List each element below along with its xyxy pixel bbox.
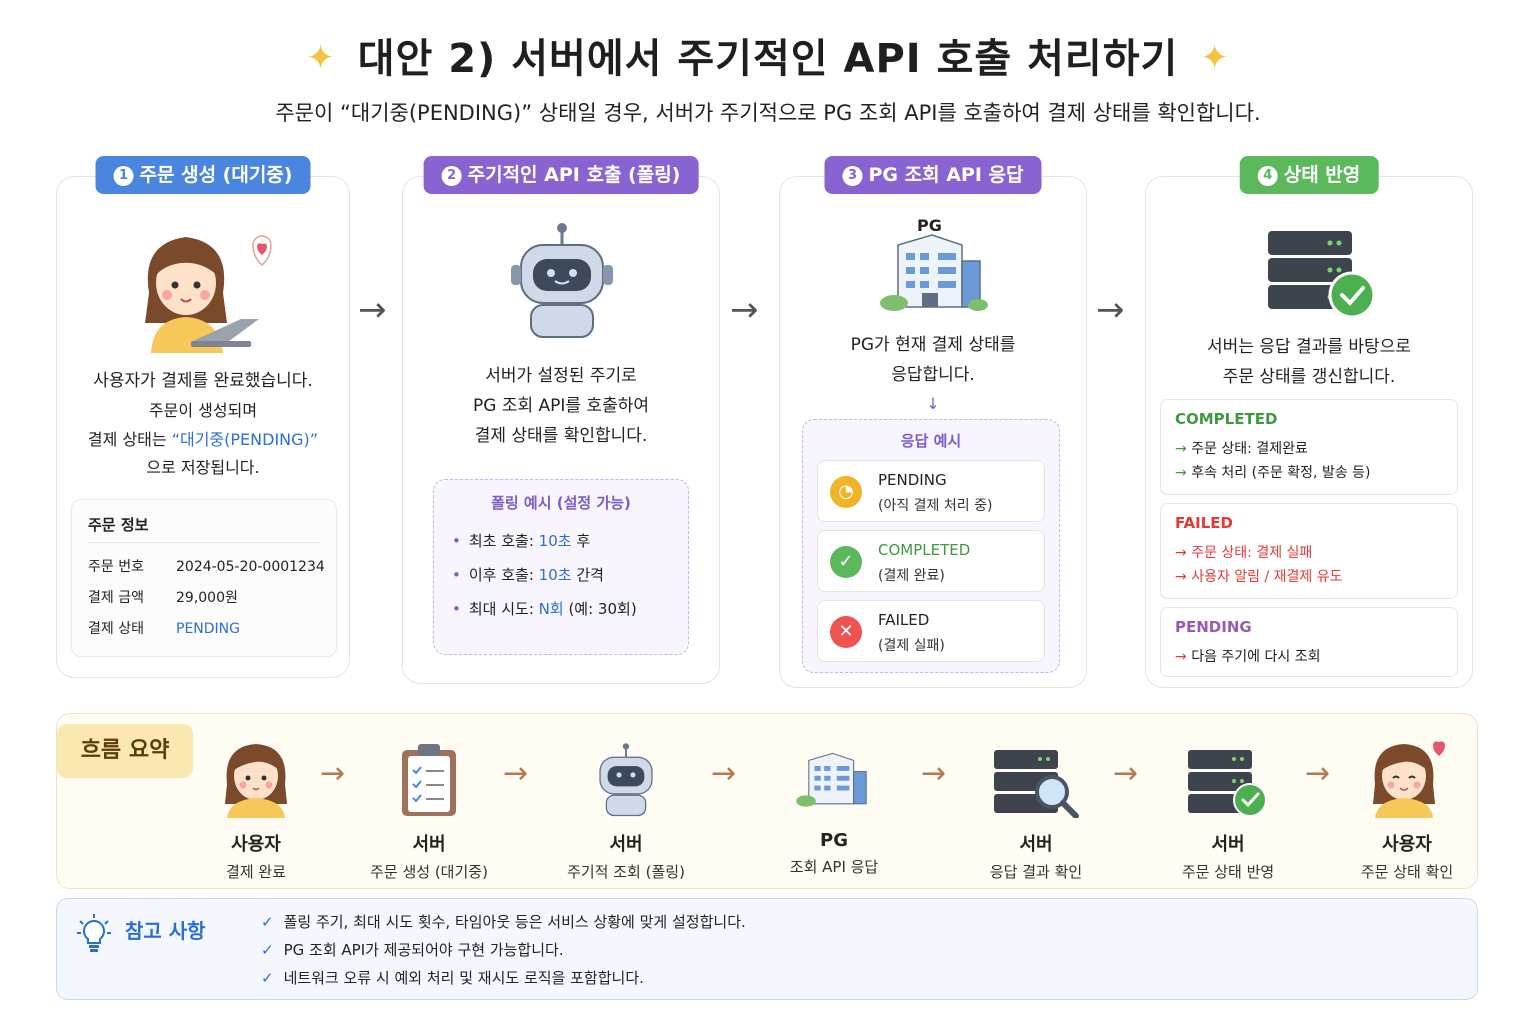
page-subtitle: 주문이 “대기중(PENDING)” 상태일 경우, 서버가 주기적으로 PG … — [275, 101, 1261, 125]
server-check-icon — [1264, 227, 1376, 319]
response-item-failed: ✕ FAILED (결제 실패) — [817, 600, 1045, 662]
pg-building-icon: PG — [874, 215, 994, 315]
robot-icon — [507, 221, 617, 341]
server-check-icon — [1143, 738, 1313, 818]
arrow-right-icon: → — [730, 290, 759, 330]
pg-building-icon — [749, 738, 919, 818]
check-icon: ✓ — [261, 941, 274, 959]
check-icon: ✓ — [261, 969, 274, 987]
note-item: ✓폴링 주기, 최대 시도 횟수, 타임아웃 등은 서비스 상황에 맞게 설정합… — [261, 913, 746, 931]
poll-item: •이후 호출: 10초 간격 — [452, 566, 604, 584]
arrow-right-icon: → — [320, 756, 346, 791]
notes-box: 참고 사항 ✓폴링 주기, 최대 시도 횟수, 타임아웃 등은 서비스 상황에 … — [56, 898, 1478, 1000]
result-failed-box: FAILED → 주문 상태: 결제 실패 → 사용자 알림 / 재결제 유도 — [1160, 503, 1458, 599]
arrow-right-icon: → — [1113, 756, 1139, 791]
page-title: ✦대안 2) 서버에서 주기적인 API 호출 처리하기✦ — [306, 36, 1230, 82]
arrow-right-icon: → — [358, 290, 387, 330]
user-laptop-icon — [131, 223, 281, 353]
svg-text:PG: PG — [917, 216, 942, 235]
result-completed-box: COMPLETED → 주문 상태: 결제완료 → 후속 처리 (주문 확정, … — [1160, 399, 1458, 495]
poll-item: •최대 시도: N회 (예: 30회) — [452, 600, 637, 618]
user-icon — [171, 738, 341, 818]
robot-icon — [541, 738, 711, 818]
response-example-box: 응답 예시 ◔ PENDING (아직 결제 처리 중) ✓ COMPLETED… — [802, 419, 1060, 673]
response-item-pending: ◔ PENDING (아직 결제 처리 중) — [817, 460, 1045, 522]
flow-summary-tag: 흐름 요약 — [57, 724, 193, 778]
server-search-icon — [951, 738, 1121, 818]
lightbulb-icon — [77, 913, 111, 953]
poll-item: •최초 호출: 10초 후 — [452, 532, 591, 550]
check-icon: ✓ — [261, 913, 274, 931]
note-item: ✓네트워크 오류 시 예외 처리 및 재시도 로직을 포함합니다. — [261, 969, 644, 987]
flow-step: 서버 주문 생성 (대기중) — [344, 738, 514, 882]
sparkle-icon: ✦ — [1200, 38, 1230, 78]
clock-icon: ◔ — [830, 476, 862, 508]
flow-summary: 흐름 요약 사용자 결제 완료 → — [56, 713, 1478, 889]
user-happy-icon — [1322, 738, 1492, 818]
clipboard-icon — [344, 738, 514, 818]
x-circle-icon: ✕ — [830, 616, 862, 648]
arrow-right-icon: → — [711, 756, 737, 791]
result-pending-box: PENDING → 다음 주기에 다시 조회 — [1160, 607, 1458, 677]
arrow-down-icon: ↓ — [926, 394, 940, 413]
response-item-completed: ✓ COMPLETED (결제 완료) — [817, 530, 1045, 592]
flow-step: 서버 주기적 조회 (폴링) — [541, 738, 711, 882]
polling-example-box: 폴링 예시 (설정 가능) •최초 호출: 10초 후 •이후 호출: 10초 … — [433, 479, 689, 655]
note-item: ✓PG 조회 API가 제공되어야 구현 가능합니다. — [261, 941, 564, 959]
check-circle-icon: ✓ — [830, 546, 862, 578]
flow-step: 사용자 결제 완료 — [171, 738, 341, 882]
flow-step: PG 조회 API 응답 — [749, 738, 919, 877]
arrow-right-icon: → — [1305, 756, 1331, 791]
sparkle-icon: ✦ — [306, 38, 336, 78]
flow-step: 서버 주문 상태 반영 — [1143, 738, 1313, 882]
arrow-right-icon: → — [921, 756, 947, 791]
flow-step: 사용자 주문 상태 확인 — [1322, 738, 1492, 882]
arrow-right-icon: → — [503, 756, 529, 791]
flow-step: 서버 응답 결과 확인 — [951, 738, 1121, 882]
arrow-right-icon: → — [1096, 290, 1125, 330]
